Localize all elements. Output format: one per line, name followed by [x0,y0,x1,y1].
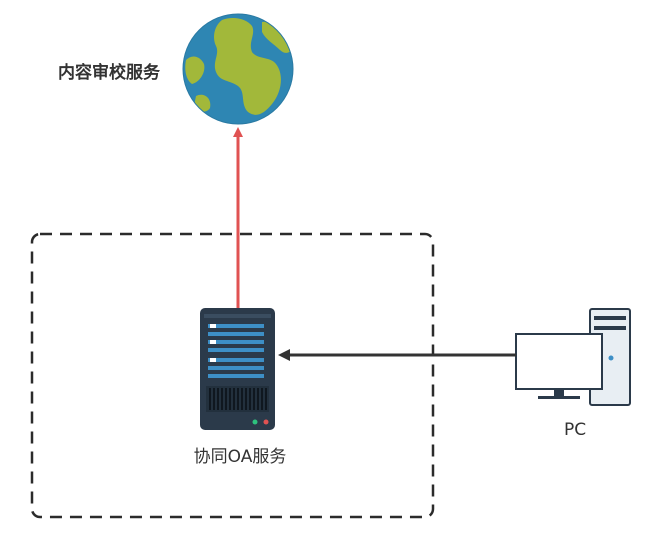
server-icon [200,308,275,430]
server-label: 协同OA服务 [193,447,287,467]
globe-icon [182,13,294,125]
oa-boundary-box [30,232,435,519]
pc-label: PC [563,420,587,440]
desktop-pc-icon [515,308,631,406]
cloud-service-label: 内容审校服务 [58,63,160,83]
